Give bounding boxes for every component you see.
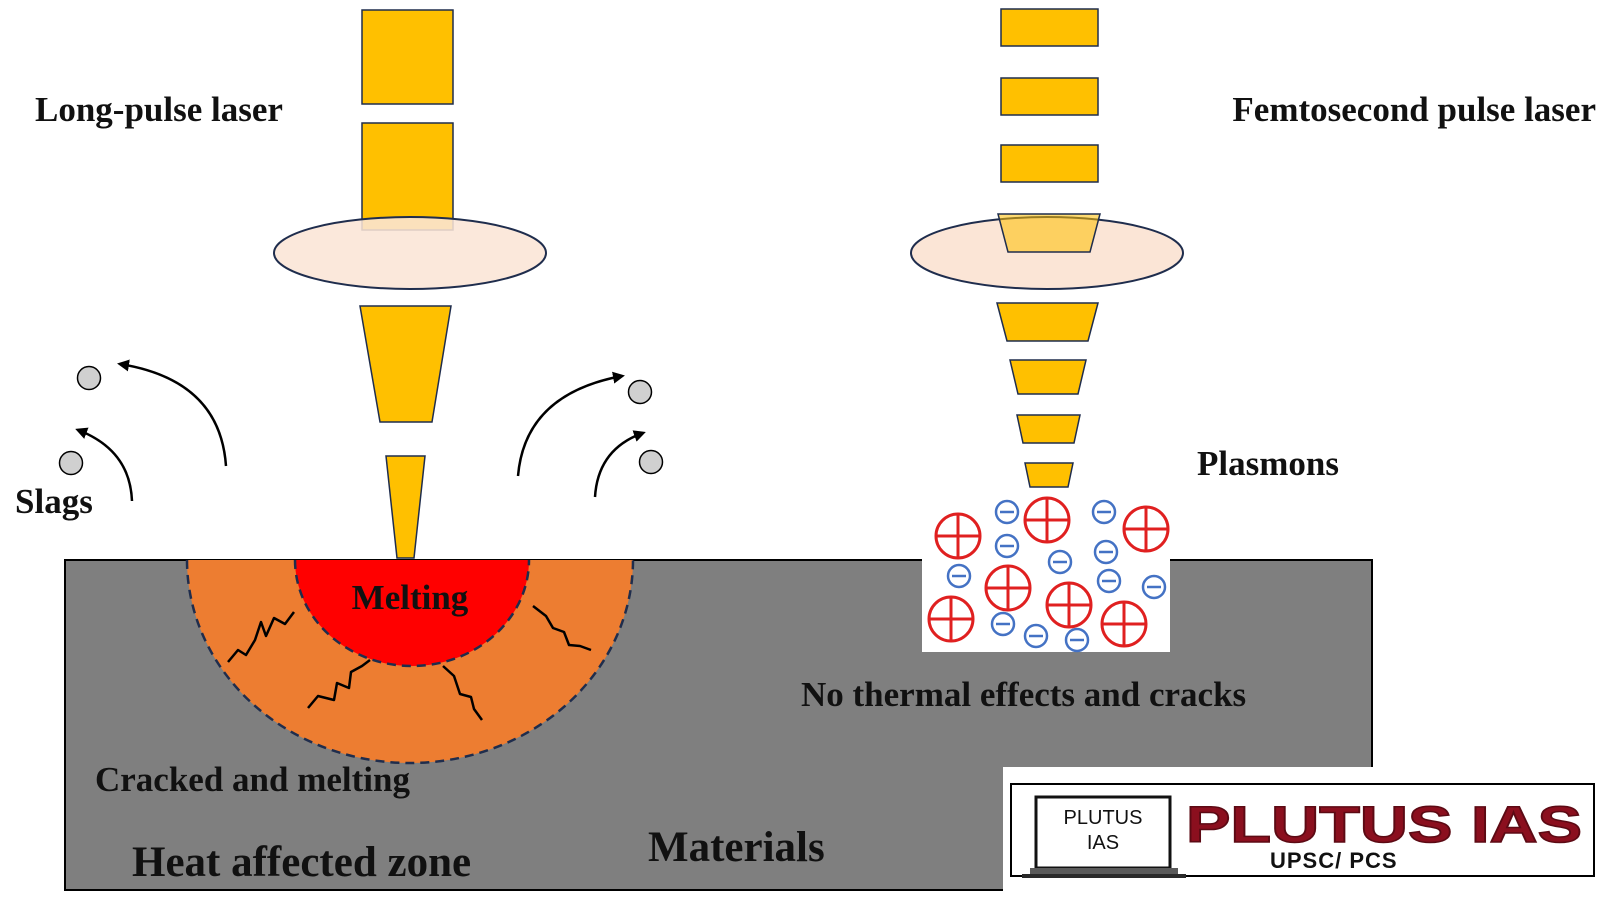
pulse-block bbox=[1000, 8, 1099, 47]
pulse-in-lens bbox=[997, 213, 1101, 253]
no-thermal-effects-label: No thermal effects and cracks bbox=[801, 675, 1246, 714]
focused-pulse bbox=[1009, 359, 1087, 395]
plasmons-label: Plasmons bbox=[1197, 444, 1339, 483]
circle-minus-icon bbox=[1093, 539, 1119, 565]
circle-minus-icon bbox=[1064, 627, 1090, 653]
circle-minus-icon bbox=[994, 533, 1020, 559]
melt-pool-boundary bbox=[293, 559, 531, 668]
focused-pulse bbox=[996, 302, 1099, 342]
plasma-particles bbox=[927, 496, 1170, 653]
circle-plus-icon bbox=[1045, 581, 1093, 629]
logo-screen-line2: IAS bbox=[1087, 832, 1119, 854]
slag-particle bbox=[627, 379, 653, 405]
slag-particle bbox=[76, 365, 102, 391]
circle-plus-icon bbox=[1122, 505, 1170, 553]
beam-block-mid bbox=[361, 122, 454, 231]
curved-arrow-icon bbox=[75, 427, 134, 502]
circle-plus-icon bbox=[984, 564, 1032, 612]
circle-minus-icon bbox=[990, 611, 1016, 637]
heat-affected-zone-label: Heat affected zone bbox=[132, 839, 471, 886]
focused-pulse bbox=[1016, 414, 1081, 444]
long-pulse-laser-beam bbox=[361, 9, 454, 231]
laptop-icon bbox=[1022, 795, 1186, 878]
focused-beam-lower bbox=[385, 455, 426, 559]
crack-4 bbox=[532, 605, 592, 652]
materials-label: Materials bbox=[648, 824, 825, 871]
circle-minus-icon bbox=[946, 563, 972, 589]
slags-label: Slags bbox=[15, 482, 93, 521]
logo-screen-line1: PLUTUS bbox=[1064, 807, 1143, 829]
femtosecond-pulse-laser-label: Femtosecond pulse laser bbox=[1232, 90, 1596, 129]
slag-particle bbox=[58, 450, 84, 476]
circle-plus-icon bbox=[934, 512, 982, 560]
heat-zone-boundary bbox=[185, 559, 635, 765]
focused-beam-upper bbox=[359, 305, 452, 423]
long-pulse-laser-label: Long-pulse laser bbox=[35, 90, 283, 129]
curved-arrow-icon bbox=[516, 371, 625, 477]
circle-plus-icon bbox=[1100, 600, 1148, 648]
circle-minus-icon bbox=[994, 499, 1020, 525]
circle-minus-icon bbox=[1141, 574, 1167, 600]
logo-tagline: UPSC/ PCS bbox=[1270, 848, 1398, 873]
focusing-lens-left bbox=[273, 216, 547, 290]
slag-particle bbox=[638, 449, 664, 475]
crack-1 bbox=[227, 611, 295, 663]
crack-2 bbox=[307, 659, 371, 709]
cracks bbox=[227, 605, 592, 721]
curved-arrow-icon bbox=[117, 359, 228, 467]
crack-3 bbox=[442, 665, 484, 721]
logo-brand-name: PLUTUS IAS bbox=[1186, 796, 1582, 853]
pulse-block bbox=[1000, 144, 1099, 183]
circle-minus-icon bbox=[1047, 549, 1073, 575]
long-pulse-focused-beam bbox=[359, 305, 452, 559]
melt-pool bbox=[295, 560, 529, 666]
curved-arrow-icon bbox=[593, 430, 646, 498]
circle-minus-icon bbox=[1096, 568, 1122, 594]
femtosecond-focused-pulses bbox=[996, 302, 1099, 488]
melting-label: Melting bbox=[352, 578, 469, 617]
circle-plus-icon bbox=[1023, 496, 1071, 544]
plutus-ias-logo: PLUTUS IAS PLUTUS IAS UPSC/ PCS bbox=[1003, 767, 1600, 900]
beam-block-top bbox=[361, 9, 454, 105]
pulse-block bbox=[1000, 77, 1099, 116]
slag-ejection-arrows bbox=[75, 359, 646, 502]
circle-minus-icon bbox=[1023, 623, 1049, 649]
cracked-and-melting-label: Cracked and melting bbox=[95, 760, 411, 799]
circle-minus-icon bbox=[1091, 499, 1117, 525]
circle-plus-icon bbox=[927, 595, 975, 643]
femtosecond-pulse-train bbox=[1000, 8, 1099, 183]
slag-particles bbox=[58, 365, 664, 476]
focused-pulse bbox=[1024, 462, 1074, 488]
